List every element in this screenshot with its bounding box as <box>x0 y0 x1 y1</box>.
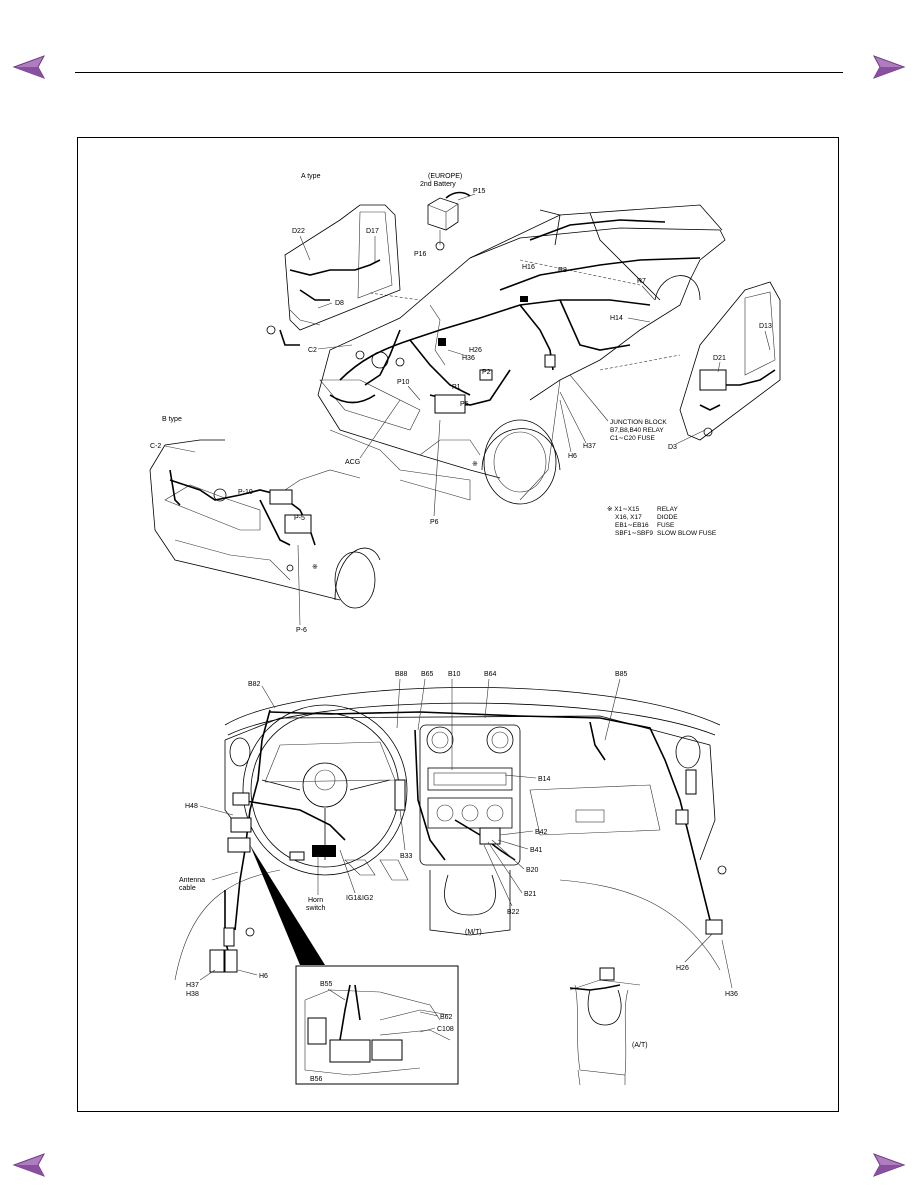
label-b56: B56 <box>310 1076 323 1083</box>
label-p1: P1 <box>452 384 461 391</box>
lower-labels: B82 B88 B65 B10 B64 B85 B14 H48 B33 B42 … <box>179 671 738 1083</box>
label-h26: H26 <box>469 347 482 354</box>
upper-labels: A type (EUROPE) 2nd Battery P15 P16 D22 … <box>292 173 772 526</box>
label-d21: D21 <box>713 355 726 362</box>
antenna-label: Antenna <box>179 877 205 884</box>
label-r8: R8 <box>558 267 567 274</box>
junction-relay-label: B7,B8,B40 RELAY <box>610 427 664 434</box>
b-type-label: B type <box>162 416 182 423</box>
label-c108: C108 <box>437 1026 454 1033</box>
label-p-5: P-5 <box>294 515 305 522</box>
dashboard-illustration <box>174 687 727 981</box>
label-d8: D8 <box>335 300 344 307</box>
junction-fuse-label: C1∼C20 FUSE <box>610 435 655 442</box>
label-b42: B42 <box>535 829 548 836</box>
label-b10: B10 <box>448 671 461 678</box>
label-d3: D3 <box>668 444 677 451</box>
label-d17: D17 <box>366 228 379 235</box>
label-h26-lower: H26 <box>676 965 689 972</box>
previous-page-arrow-icon[interactable] <box>12 1152 46 1178</box>
label-h14: H14 <box>610 315 623 322</box>
next-page-arrow-icon[interactable] <box>872 54 906 80</box>
label-b33: B33 <box>400 853 413 860</box>
label-d13: D13 <box>759 323 772 330</box>
label-p10: P10 <box>397 379 410 386</box>
label-b41: B41 <box>530 847 543 854</box>
second-battery-label: 2nd Battery <box>420 181 456 188</box>
label-p6: P6 <box>430 519 439 526</box>
junction-block-label: JUNCTION BLOCK <box>610 419 667 426</box>
label-relay-mark-b: ※ <box>312 564 318 571</box>
label-h6-lower: H6 <box>259 973 268 980</box>
label-b62: B62 <box>440 1014 453 1021</box>
label-p5: P5 <box>460 401 469 408</box>
label-h38: H38 <box>186 991 199 998</box>
label-c-2: C-2 <box>150 443 161 450</box>
ig1-ig2-label: IG1&IG2 <box>346 895 373 902</box>
legend-code: ※ X1∼X15 <box>607 506 640 513</box>
label-b55: B55 <box>320 981 333 988</box>
label-r7: R7 <box>637 278 646 285</box>
b-type-labels: B type C-2 P-10 P-5 P-6 ※ <box>150 416 318 634</box>
second-battery-illustration <box>427 191 471 251</box>
label-b82: B82 <box>248 681 261 688</box>
legend-code: X16, X17 <box>615 514 642 521</box>
horn-label: Horn <box>308 897 323 904</box>
label-b14: B14 <box>538 776 551 783</box>
automatic-transmission-label: (A/T) <box>632 1042 648 1049</box>
label-p15: P15 <box>473 188 486 195</box>
next-page-arrow-icon[interactable] <box>872 1152 906 1178</box>
label-b22: B22 <box>507 909 520 916</box>
label-p2: P2 <box>482 369 491 376</box>
label-b64: B64 <box>484 671 497 678</box>
cable-label: cable <box>179 885 196 892</box>
label-h36: H36 <box>462 355 475 362</box>
label-b21: B21 <box>524 891 537 898</box>
label-acg: ACG <box>345 459 360 466</box>
label-h37: H37 <box>583 443 596 450</box>
legend-desc: FUSE <box>657 522 675 529</box>
relay-fuse-legend: ※ X1∼X15 RELAY X16, X17 DIODE EB1∼EB16 F… <box>607 506 717 537</box>
legend-code: EB1∼EB16 <box>615 522 649 529</box>
header-rule <box>75 72 843 73</box>
label-b85: B85 <box>615 671 628 678</box>
label-h16: H16 <box>522 264 535 271</box>
right-door-illustration <box>679 281 781 441</box>
legend-desc: DIODE <box>657 514 678 521</box>
label-p16: P16 <box>414 251 427 258</box>
legend-desc: SLOW BLOW FUSE <box>657 530 717 537</box>
label-p-6: P-6 <box>296 627 307 634</box>
label-b65: B65 <box>421 671 434 678</box>
legend-code: SBF1∼SBF9 <box>615 530 653 537</box>
label-c2: C2 <box>308 347 317 354</box>
legend-desc: RELAY <box>657 506 678 513</box>
label-b20: B20 <box>526 867 539 874</box>
switch-label: switch <box>306 905 326 912</box>
a-type-label: A type <box>301 173 321 180</box>
inset-detail-box <box>295 965 459 1085</box>
label-p-10: P-10 <box>238 489 253 496</box>
label-h6: H6 <box>568 453 577 460</box>
label-h48: H48 <box>185 803 198 810</box>
previous-page-arrow-icon[interactable] <box>12 54 46 80</box>
label-d22: D22 <box>292 228 305 235</box>
manual-transmission-label: (M/T) <box>465 929 482 936</box>
label-b88: B88 <box>395 671 408 678</box>
label-h37-lower: H37 <box>186 982 199 989</box>
label-h36-lower: H36 <box>725 991 738 998</box>
vehicle-a-type-illustration <box>317 204 726 505</box>
label-relay-mark: ※ <box>472 461 478 468</box>
diagram-frame <box>77 137 839 1112</box>
automatic-transmission-detail <box>569 967 641 1086</box>
europe-label: (EUROPE) <box>428 173 462 180</box>
vehicle-b-type-illustration <box>149 439 381 609</box>
left-door-illustration <box>266 204 405 367</box>
